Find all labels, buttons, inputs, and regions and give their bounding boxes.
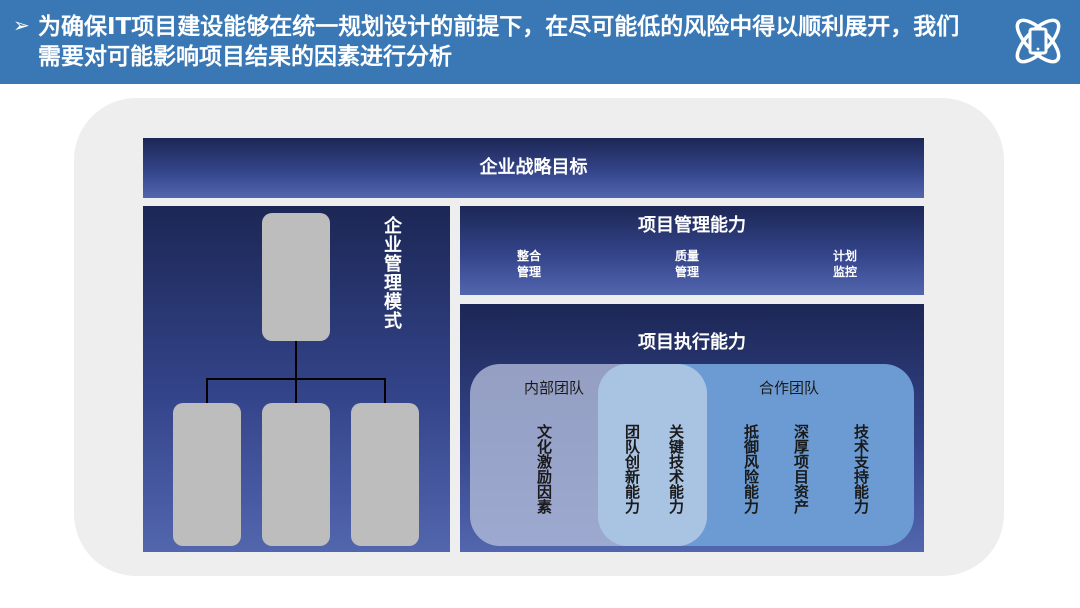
management-mode-label: 企业管理模式 [381, 216, 402, 330]
org-chart-child-node [262, 403, 330, 546]
pm-item-line: 管理 [674, 265, 699, 279]
header-bar [0, 0, 1080, 84]
pm-item-quality: 质量 管理 [642, 248, 732, 280]
pm-item-line: 计划 [832, 249, 857, 263]
pm-item-line: 整合 [516, 249, 541, 263]
page-title: 为确保IT项目建设能够在统一规划设计的前提下，在尽可能低的风险中得以顺利展开，我… [38, 14, 960, 70]
team-overlap-area [598, 364, 707, 546]
factor-risk-resistance: 抵御风险能力 [742, 424, 760, 514]
factor-team-innovation: 团队创新能力 [623, 424, 641, 514]
pm-item-planning: 计划 监控 [800, 248, 890, 280]
pm-item-line: 监控 [832, 265, 857, 279]
strategy-label: 企业战略目标 [479, 157, 588, 178]
factor-culture-incentive: 文化激励因素 [535, 424, 553, 514]
execution-capability-title: 项目执行能力 [638, 332, 746, 353]
pm-item-line: 管理 [516, 265, 541, 279]
org-chart-root-node [262, 213, 330, 341]
factor-key-technology: 关键技术能力 [667, 424, 685, 514]
pm-capability-title: 项目管理能力 [638, 215, 746, 236]
factor-project-assets: 深厚项目资产 [792, 424, 810, 514]
bullet-arrow-icon: ➢ [13, 13, 30, 37]
pm-item-integration: 整合 管理 [484, 248, 574, 280]
atom-phone-icon [1015, 18, 1061, 64]
org-chart-child-node [351, 403, 419, 546]
pm-capability-block [460, 206, 924, 295]
org-chart-child-node [173, 403, 241, 546]
strategy-block: 企业战略目标 [143, 138, 924, 198]
org-chart-connectors [206, 341, 386, 403]
factor-tech-support: 技术支持能力 [852, 424, 870, 514]
partner-team-label: 合作团队 [759, 379, 820, 397]
internal-team-label: 内部团队 [524, 379, 585, 397]
pm-item-line: 质量 [674, 249, 699, 263]
